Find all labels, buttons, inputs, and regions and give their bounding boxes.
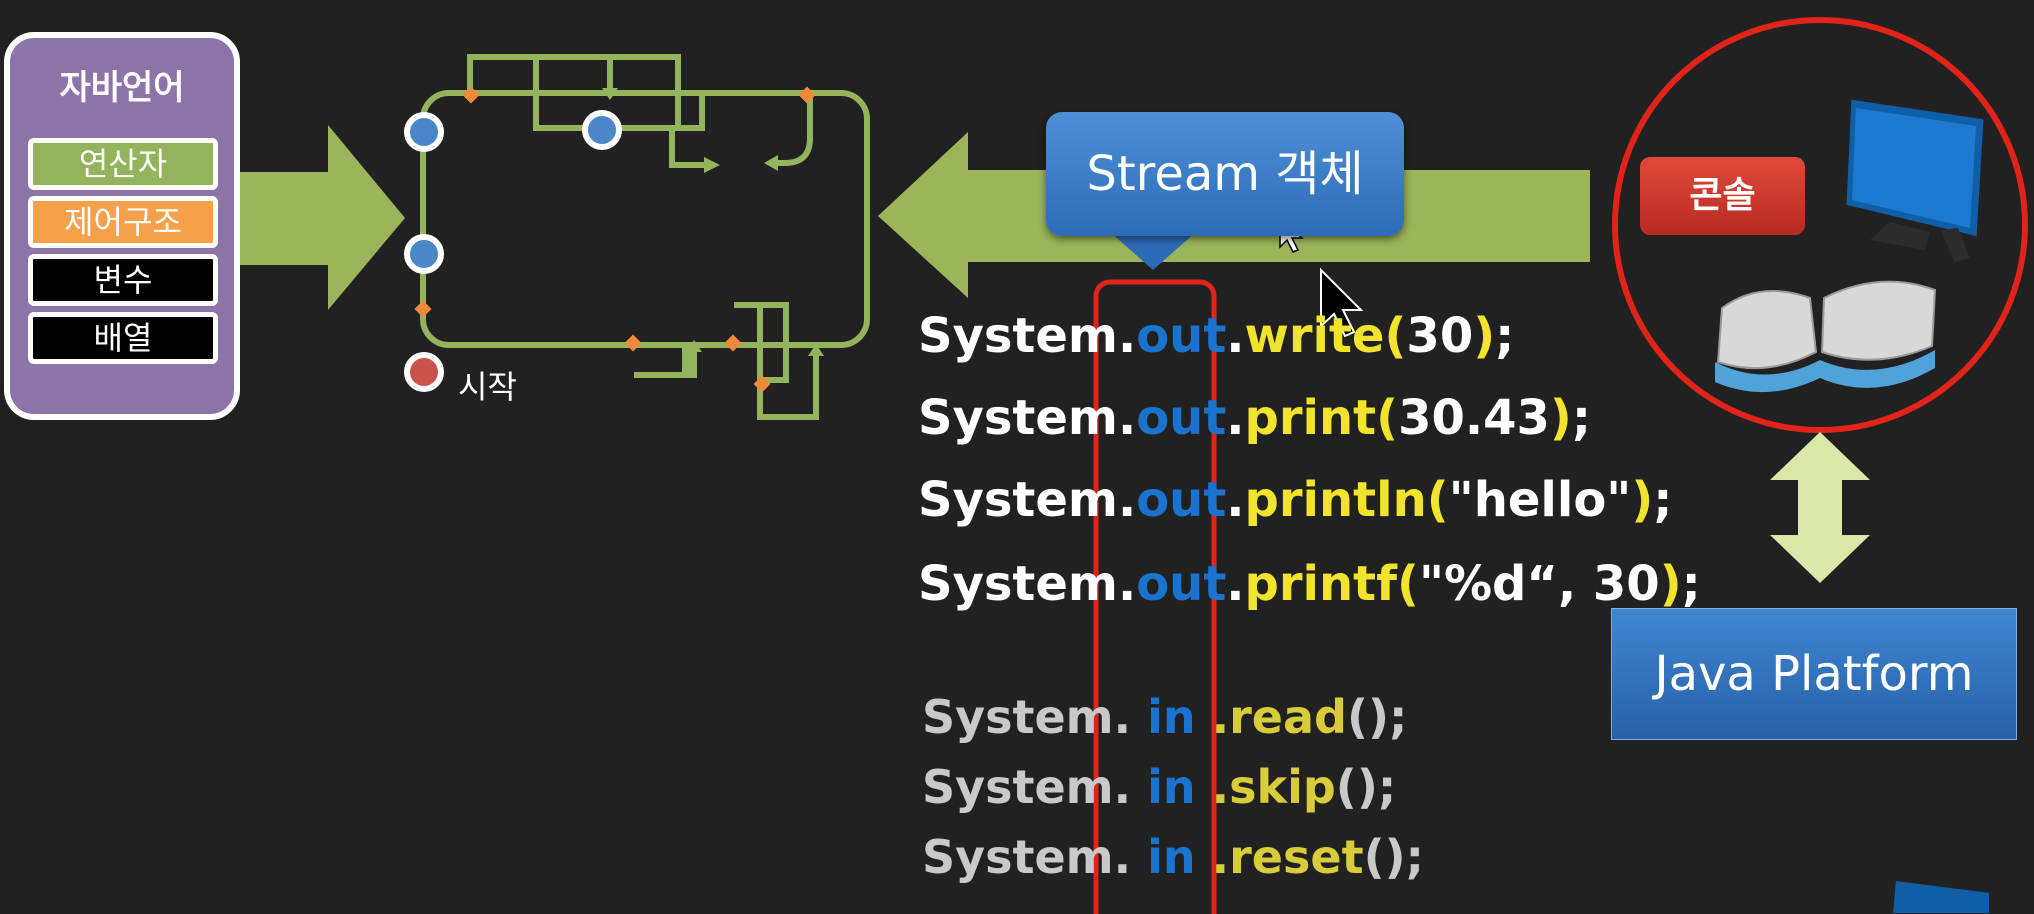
code-out: out bbox=[1136, 308, 1227, 364]
code-in: in bbox=[1131, 830, 1212, 884]
code-line-println: System.out.println("hello"); bbox=[918, 472, 1672, 528]
console-label: 콘솔 bbox=[1640, 157, 1805, 235]
monitor-icon bbox=[1843, 96, 1987, 262]
java-platform-box: Java Platform bbox=[1611, 608, 2017, 740]
code-rest: (); bbox=[1346, 690, 1408, 744]
code-end: ; bbox=[1681, 556, 1701, 612]
up-down-arrow-icon bbox=[1770, 432, 1870, 583]
code-method: write bbox=[1244, 308, 1385, 364]
code-paren: ( bbox=[1397, 556, 1419, 612]
code-line-print: System.out.print(30.43); bbox=[918, 390, 1591, 446]
code-paren: ) bbox=[1631, 472, 1654, 528]
code-in: in bbox=[1131, 760, 1212, 814]
code-line-printf: System.out.printf("%d“, 30); bbox=[918, 556, 1701, 612]
flow-nodes bbox=[404, 110, 622, 392]
code-system: System. bbox=[922, 690, 1132, 744]
code-line-read: System. in .read(); bbox=[922, 690, 1407, 744]
cursor-icon-large bbox=[1320, 267, 1364, 338]
callout-pointer bbox=[1110, 232, 1196, 270]
code-paren: ( bbox=[1384, 308, 1407, 364]
code-arg: 30.43 bbox=[1398, 390, 1550, 446]
code-line-write: System.out.write(30); bbox=[918, 308, 1514, 364]
code-method: printf bbox=[1244, 556, 1397, 612]
code-method: println bbox=[1244, 472, 1427, 528]
code-system: System bbox=[918, 308, 1118, 364]
code-system: System bbox=[918, 472, 1118, 528]
code-dot: . bbox=[1226, 556, 1245, 612]
code-rest: (); bbox=[1335, 760, 1397, 814]
code-paren: ) bbox=[1549, 390, 1572, 446]
device-highlight-circle bbox=[1612, 17, 2028, 433]
code-paren: ( bbox=[1376, 390, 1399, 446]
flow-arrowheads bbox=[602, 88, 824, 356]
code-method: .reset bbox=[1211, 830, 1364, 884]
code-end: ; bbox=[1571, 390, 1592, 446]
java-language-panel: 자바언어 연산자 제어구조 변수 배열 bbox=[4, 32, 240, 420]
code-dot: . bbox=[1226, 472, 1245, 528]
code-dot: . bbox=[1117, 556, 1137, 612]
code-paren: ( bbox=[1426, 472, 1449, 528]
right-arrow-icon bbox=[240, 125, 405, 310]
code-arg: "%d“, 30 bbox=[1418, 556, 1660, 612]
lang-item-variables: 변수 bbox=[28, 254, 218, 306]
stream-object-callout: Stream 객체 bbox=[1046, 112, 1404, 236]
code-out: out bbox=[1136, 556, 1227, 612]
flow-diamonds bbox=[414, 86, 816, 393]
code-dot: . bbox=[1117, 390, 1137, 446]
code-paren: ) bbox=[1473, 308, 1496, 364]
code-arg: 30 bbox=[1406, 308, 1474, 364]
lang-item-operators: 연산자 bbox=[28, 138, 218, 190]
out-in-highlight-box bbox=[1093, 279, 1217, 914]
code-in: in bbox=[1131, 690, 1212, 744]
code-system: System. bbox=[922, 830, 1132, 884]
code-line-skip: System. in .skip(); bbox=[922, 760, 1396, 814]
code-out: out bbox=[1136, 472, 1227, 528]
code-system: System bbox=[918, 390, 1118, 446]
partial-monitor-icon bbox=[1890, 878, 1991, 914]
code-dot: . bbox=[1226, 390, 1245, 446]
lang-panel-title: 자바언어 bbox=[59, 68, 185, 108]
code-line-reset: System. in .reset(); bbox=[922, 830, 1424, 884]
code-dot: . bbox=[1117, 308, 1137, 364]
code-paren: ) bbox=[1659, 556, 1682, 612]
lang-item-arrays: 배열 bbox=[28, 312, 218, 364]
code-dot: . bbox=[1117, 472, 1137, 528]
code-rest: (); bbox=[1363, 830, 1425, 884]
code-end: ; bbox=[1495, 308, 1515, 364]
code-out: out bbox=[1136, 390, 1227, 446]
start-label: 시작 bbox=[458, 368, 517, 406]
code-method: .skip bbox=[1211, 760, 1336, 814]
code-arg: "hello" bbox=[1448, 472, 1632, 528]
code-method: print bbox=[1244, 390, 1377, 446]
lang-item-control-structure: 제어구조 bbox=[28, 196, 218, 248]
code-method: .read bbox=[1211, 690, 1347, 744]
code-dot: . bbox=[1226, 308, 1245, 364]
code-system: System bbox=[918, 556, 1118, 612]
code-system: System. bbox=[922, 760, 1132, 814]
code-end: ; bbox=[1653, 472, 1673, 528]
keyboard-icon bbox=[1715, 280, 1937, 393]
